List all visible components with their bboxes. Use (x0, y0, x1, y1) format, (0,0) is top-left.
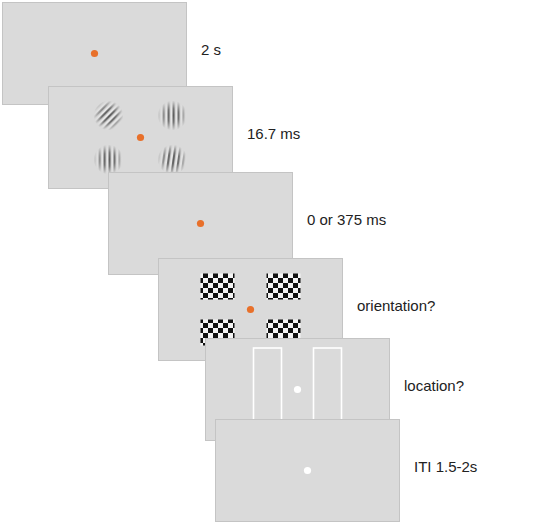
timing-label: ITI 1.5-2s (414, 458, 477, 476)
timing-label: 2 s (201, 41, 221, 59)
timing-label: location? (404, 377, 464, 395)
timing-label: 16.7 ms (247, 125, 300, 143)
timing-label: orientation? (357, 297, 435, 315)
screen-graphic (215, 419, 400, 522)
timing-label: 0 or 375 ms (307, 211, 386, 229)
stimulus-screen (215, 419, 400, 522)
